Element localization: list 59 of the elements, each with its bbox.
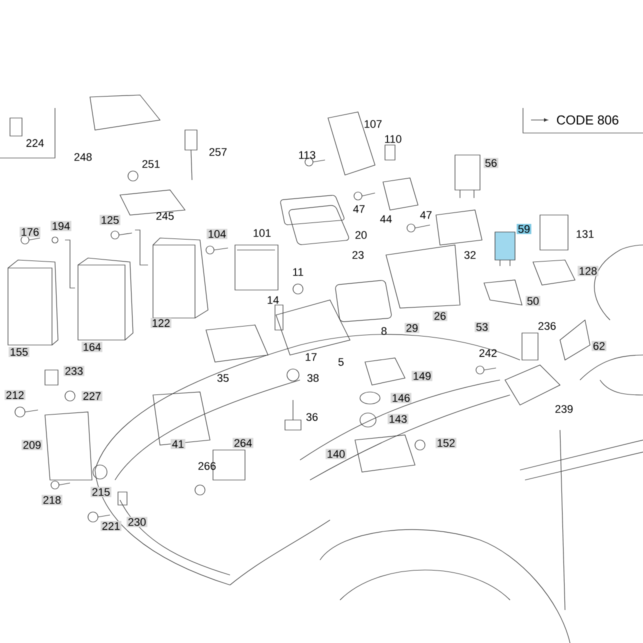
- callout-number: 35: [217, 374, 229, 382]
- callout-number: 11: [293, 268, 304, 276]
- callout-number: 44: [380, 215, 392, 223]
- callout-number: 233: [64, 366, 84, 376]
- callout-number: 266: [198, 462, 216, 470]
- callout-number: 17: [306, 353, 317, 361]
- callout-number: 224: [26, 139, 44, 147]
- callout-number: 264: [232, 438, 254, 448]
- callout-number: 47: [353, 205, 365, 213]
- callout-number: 212: [4, 390, 26, 400]
- callout-number: 230: [126, 516, 148, 528]
- callout-number: 38: [307, 374, 319, 382]
- code-box: CODE 806: [522, 108, 643, 134]
- callout-number: 149: [412, 370, 432, 382]
- callout-number: 23: [352, 251, 364, 259]
- callout-number: 227: [82, 390, 102, 402]
- callout-number: 32: [464, 251, 476, 259]
- callout-number: 47: [420, 211, 432, 219]
- callout-number: 146: [390, 392, 412, 404]
- callout-number: 122: [150, 318, 172, 328]
- callout-number: 143: [388, 414, 408, 424]
- callout-number: 128: [578, 266, 598, 276]
- callout-number: 248: [74, 153, 92, 161]
- callout-number: 20: [355, 231, 367, 239]
- callout-number: 245: [156, 212, 174, 220]
- callout-number: 53: [474, 322, 490, 332]
- callout-number: 8: [381, 327, 387, 335]
- callout-number: 110: [385, 135, 402, 143]
- callout-number: 155: [8, 346, 30, 358]
- callout-number: 101: [254, 229, 271, 237]
- callout-number: 257: [209, 148, 227, 156]
- callout-number: 131: [576, 230, 594, 238]
- callout-number: 59: [516, 224, 532, 234]
- callout-number: 56: [484, 158, 498, 168]
- callout-number: 194: [50, 220, 72, 232]
- callout-number: 242: [479, 349, 497, 357]
- callout-number: 164: [82, 342, 102, 352]
- callout-number: 140: [326, 448, 346, 460]
- callout-number: 176: [20, 226, 40, 238]
- callout-number: 50: [526, 296, 540, 306]
- callout-number: 104: [206, 228, 228, 240]
- callout-number: 14: [268, 296, 279, 304]
- callout-number: 152: [436, 438, 456, 448]
- callout-number: 221: [100, 520, 122, 532]
- callout-number: 62: [592, 340, 606, 352]
- callout-number: 239: [555, 405, 573, 413]
- callout-number: 251: [142, 160, 160, 168]
- callout-number: 36: [306, 413, 318, 421]
- callout-number: 5: [338, 358, 344, 366]
- callout-number: 209: [22, 440, 42, 450]
- callout-number: 236: [538, 322, 556, 330]
- callout-number: 113: [299, 151, 316, 159]
- callout-number: 29: [404, 322, 420, 334]
- callout-number: 41: [170, 439, 186, 449]
- callout-number: 107: [364, 120, 382, 128]
- callout-number: 218: [42, 494, 62, 506]
- callout-number: 215: [90, 486, 112, 498]
- callout-number: 125: [100, 214, 120, 226]
- callout-number: 26: [432, 310, 448, 322]
